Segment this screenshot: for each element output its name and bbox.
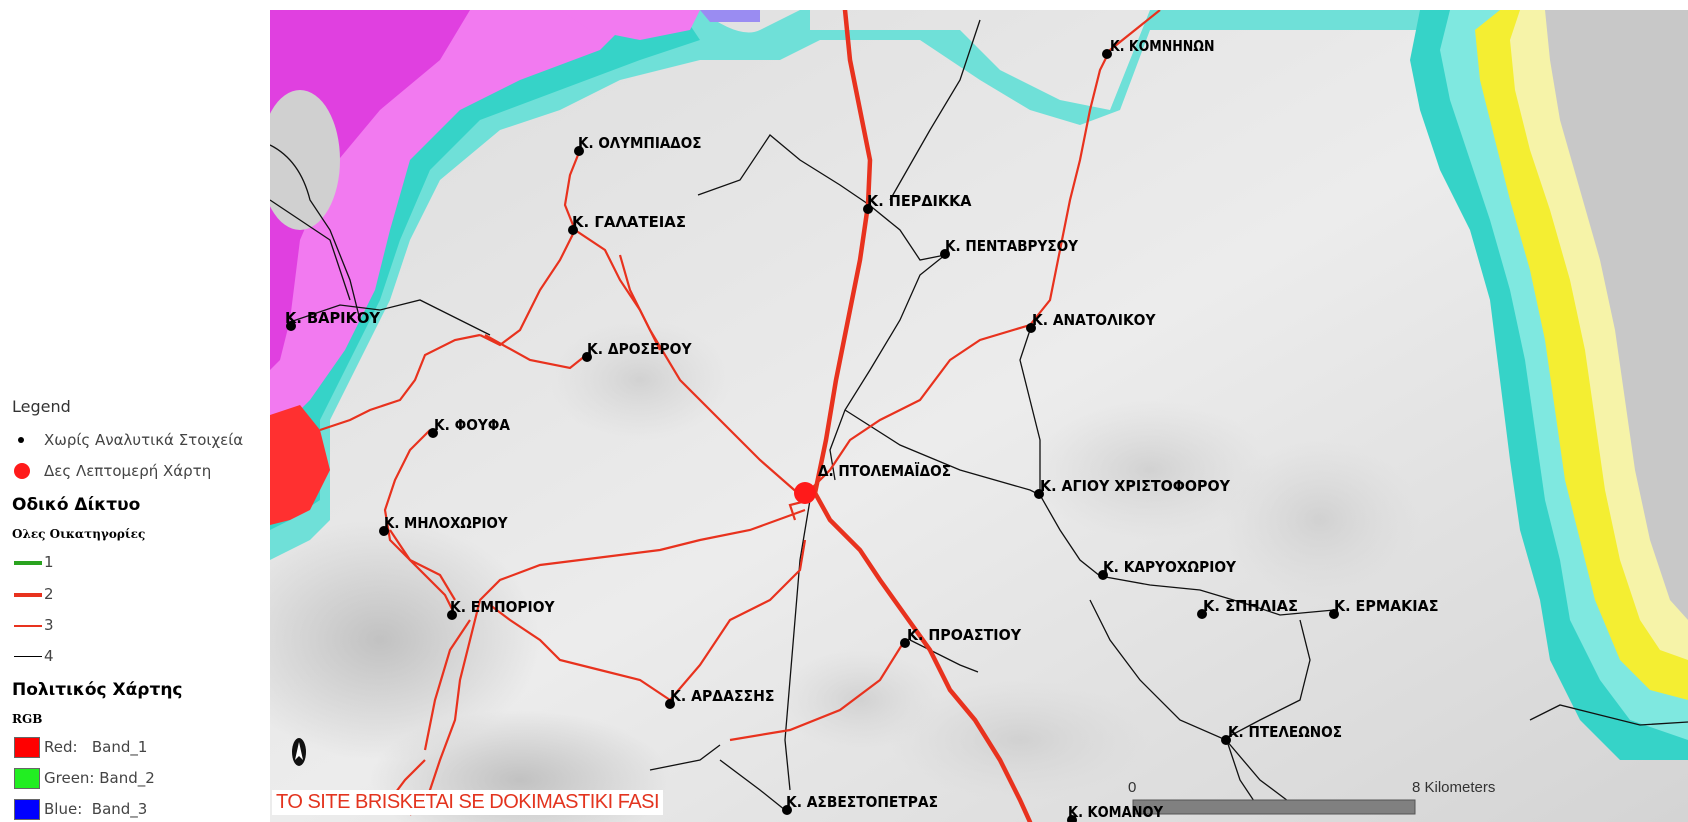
road-class-1: 1 — [12, 552, 54, 572]
legend-item-detailed-map: Δες Λεπτομερή Χάρτη — [12, 461, 211, 481]
place-label: Κ. ΕΡΜΑΚΙΑΣ — [1334, 597, 1439, 615]
legend-item-label: Χωρίς Αναλυτικά Στοιχεία — [44, 431, 244, 449]
place-marker[interactable] — [782, 805, 792, 815]
place-marker[interactable] — [1098, 570, 1108, 580]
place-marker[interactable] — [1034, 489, 1044, 499]
elevation-zone-blue-north — [700, 10, 760, 22]
terrain-east-relief — [1545, 10, 1688, 620]
place-marker[interactable] — [286, 321, 296, 331]
scalebar-end-label: 8 Kilometers — [1412, 779, 1495, 796]
scalebar — [1132, 799, 1416, 815]
roads-class-2 — [812, 10, 1033, 822]
place-label: Κ. ΚΑΡΥΟΧΩΡΙΟΥ — [1103, 558, 1236, 576]
place-marker[interactable] — [665, 699, 675, 709]
place-marker[interactable] — [568, 225, 578, 235]
road-class-label: 4 — [44, 647, 54, 665]
place-marker[interactable] — [574, 146, 584, 156]
place-label: Κ. ΕΜΠΟΡΙΟΥ — [450, 598, 555, 616]
place-label: Κ. ΠΤΕΛΕΩΝΟΣ — [1228, 723, 1342, 741]
road-line-icon — [12, 584, 42, 604]
place-labels: Κ. ΚΟΜΝΗΝΩΝ Κ. ΟΛΥΜΠΙΑΔΟΣ Κ. ΠΕΡΔΙΚΚΑ Κ. ΓΑ… — [285, 37, 1439, 821]
legend-title: Legend — [12, 397, 71, 416]
road-network-subtitle: Ολες Οικατηγορίες — [12, 527, 146, 541]
place-marker[interactable] — [1067, 815, 1077, 822]
place-marker[interactable] — [863, 204, 873, 214]
color-swatch-icon — [12, 768, 42, 789]
road-line-icon — [12, 615, 42, 635]
terrain-peak-west — [270, 90, 340, 230]
place-label: Κ. ΣΠΗΛΙΑΣ — [1203, 597, 1298, 615]
road-line-icon — [12, 646, 42, 666]
band-label: Green: Band_2 — [44, 769, 155, 787]
place-label: Κ. ΠΕΡΔΙΚΚΑ — [867, 192, 972, 210]
place-label: Κ. ΑΡΔΑΣΣΗΣ — [670, 687, 775, 705]
place-label: Δ. ΠΤΟΛΕΜΑΪΔΟΣ — [818, 461, 951, 480]
place-marker[interactable] — [1221, 735, 1231, 745]
place-label: Κ. ΒΑΡΙΚΟΥ — [285, 309, 380, 327]
road-line-icon — [12, 552, 42, 572]
road-class-label: 2 — [44, 585, 54, 603]
band-red: Red: Band_1 — [12, 737, 148, 758]
scalebar-start-label: 0 — [1128, 779, 1136, 796]
place-label: Κ. ΠΡΟΑΣΤΙΟΥ — [907, 626, 1021, 644]
place-marker[interactable] — [1102, 49, 1112, 59]
elevation-zone-pink-north — [560, 10, 700, 40]
map-canvas[interactable]: Κ. ΚΟΜΝΗΝΩΝ Κ. ΟΛΥΜΠΙΑΔΟΣ Κ. ΠΕΡΔΙΚΚΑ Κ. ΓΑ… — [270, 10, 1688, 822]
place-marker[interactable] — [428, 428, 438, 438]
place-label: Κ. ΑΓΙΟΥ ΧΡΙΣΤΟΦΟΡΟΥ — [1040, 477, 1230, 495]
road-class-4: 4 — [12, 646, 54, 666]
place-label: Κ. ΑΣΒΕΣΤΟΠΕΤΡΑΣ — [786, 793, 938, 811]
color-swatch-icon — [12, 799, 42, 820]
legend-item-no-details: Χωρίς Αναλυτικά Στοιχεία — [12, 430, 243, 450]
band-blue: Blue: Band_3 — [12, 799, 148, 820]
place-label: Κ. ΜΗΛΟΧΩΡΙΟΥ — [384, 514, 508, 532]
place-label: Κ. ΚΟΜΑΝΟΥ — [1068, 803, 1163, 821]
place-marker[interactable] — [1329, 609, 1339, 619]
place-label: Κ. ΓΑΛΑΤΕΙΑΣ — [572, 213, 686, 231]
place-dots[interactable] — [286, 49, 1339, 822]
place-marker[interactable] — [582, 352, 592, 362]
detailed-map-marker[interactable] — [794, 482, 816, 504]
legend-item-label: Δες Λεπτομερή Χάρτη — [44, 462, 212, 480]
political-map-title: Πολιτικός Χάρτης — [12, 680, 183, 700]
place-label: Κ. ΚΟΜΝΗΝΩΝ — [1110, 37, 1215, 55]
legend-panel: Legend Χωρίς Αναλυτικά Στοιχεία Δες Λεπτ… — [0, 0, 270, 822]
place-label: Κ. ΔΡΟΣΕΡΟΥ — [587, 340, 692, 358]
road-class-label: 3 — [44, 616, 54, 634]
road-class-2: 2 — [12, 584, 54, 604]
place-marker[interactable] — [940, 249, 950, 259]
band-green: Green: Band_2 — [12, 768, 155, 789]
elevation-zone-red — [270, 405, 330, 525]
place-label: Κ. ΟΛΥΜΠΙΑΔΟΣ — [578, 134, 702, 152]
place-marker[interactable] — [900, 638, 910, 648]
place-label: Κ. ΦΟΥΦΑ — [434, 416, 511, 434]
color-swatch-icon — [12, 737, 42, 758]
place-label: Κ. ΠΕΝΤΑΒΡΥΣΟΥ — [945, 237, 1078, 255]
band-label: Blue: Band_3 — [44, 800, 148, 818]
political-map-subtitle: RGB — [12, 712, 43, 726]
place-marker[interactable] — [447, 610, 457, 620]
disclaimer-banner: TO SITE BRISKETAI SE DOKIMASTIKI FASI — [272, 790, 664, 815]
band-label: Red: Band_1 — [44, 738, 148, 756]
large-red-dot-icon — [12, 461, 42, 481]
road-network-title: Οδικό Δίκτυο — [12, 495, 141, 515]
place-label: Κ. ΑΝΑΤΟΛΙΚΟΥ — [1032, 311, 1156, 329]
small-black-dot-icon — [12, 430, 42, 450]
map-svg[interactable]: Κ. ΚΟΜΝΗΝΩΝ Κ. ΟΛΥΜΠΙΑΔΟΣ Κ. ΠΕΡΔΙΚΚΑ Κ. ΓΑ… — [270, 10, 1688, 822]
place-marker[interactable] — [1197, 609, 1207, 619]
road-class-3: 3 — [12, 615, 54, 635]
road-class-label: 1 — [44, 553, 54, 571]
north-arrow-icon — [292, 738, 306, 766]
place-marker[interactable] — [1026, 323, 1036, 333]
place-marker[interactable] — [379, 526, 389, 536]
hillshade — [270, 40, 1688, 822]
